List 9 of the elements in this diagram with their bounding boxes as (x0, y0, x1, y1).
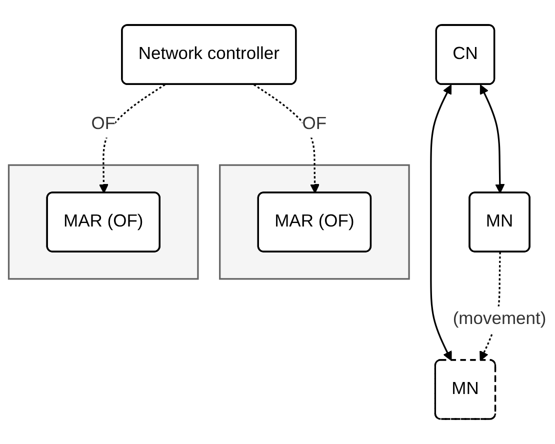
edge-label: OF (302, 114, 327, 134)
edge-label: (movement) (452, 310, 546, 328)
arrow (98, 84, 166, 194)
arrow (430, 84, 452, 361)
arrow (480, 84, 505, 194)
cluster (219, 164, 410, 280)
edge-label: OF (91, 114, 116, 134)
arrow (254, 84, 320, 194)
cluster (8, 164, 199, 280)
